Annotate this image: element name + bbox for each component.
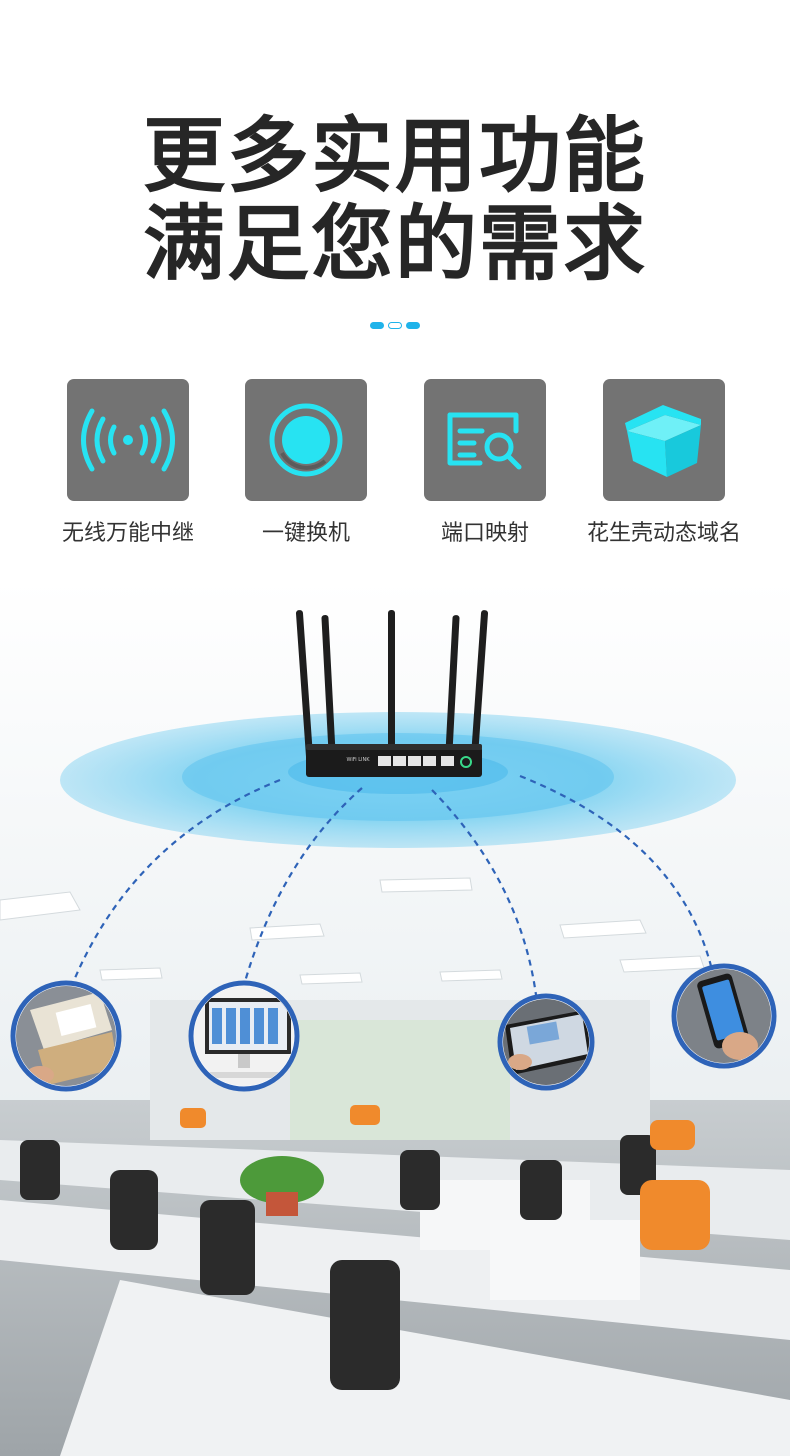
cube-icon — [603, 379, 725, 501]
indicator-dot-active — [388, 322, 402, 329]
feature-wireless-repeater: 无线万能中继 — [38, 379, 218, 547]
feature-label: 一键换机 — [261, 521, 350, 546]
headline-line-2: 满足您的需求 — [142, 197, 647, 292]
feature-port-mapping: 端口映射 — [395, 379, 575, 547]
indicator-dot — [370, 322, 384, 329]
tablet-icon — [497, 993, 595, 1091]
feature-dynamic-dns: 花生壳动态域名 — [574, 379, 754, 547]
desktop-monitor-icon — [188, 980, 300, 1092]
port-search-icon — [424, 379, 546, 501]
smartphone-icon — [671, 963, 777, 1069]
feature-label: 端口映射 — [440, 521, 529, 546]
laptop-icon — [10, 980, 122, 1092]
feature-label: 无线万能中继 — [61, 521, 194, 546]
office-illustration: WiFi LINK — [0, 580, 790, 1456]
indicator-dot — [406, 322, 420, 329]
router-icon: WiFi LINK — [295, 610, 489, 777]
headline-line-1: 更多实用功能 — [142, 109, 647, 204]
feature-label: 花生壳动态域名 — [586, 521, 741, 546]
power-button-icon — [245, 379, 367, 501]
page-indicator — [370, 322, 420, 330]
office-scene: WiFi LINK — [0, 580, 790, 1456]
wifi-signal-icon — [67, 379, 189, 501]
svg-text:WiFi LINK: WiFi LINK — [347, 757, 371, 763]
feature-one-key-switch: 一键换机 — [216, 379, 396, 547]
